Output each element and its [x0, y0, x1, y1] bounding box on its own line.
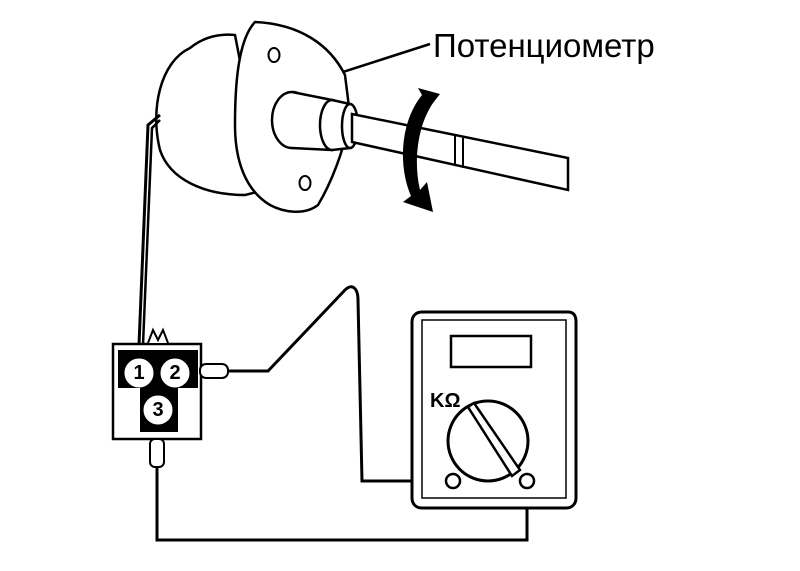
- probe-pin-3: [149, 438, 165, 468]
- rotation-arrow: [402, 88, 440, 212]
- connector-pin-3: 3: [143, 395, 173, 425]
- meter-terminal-left: [444, 472, 462, 490]
- connector-pin-2: 2: [160, 358, 190, 388]
- svg-text:3: 3: [152, 399, 163, 421]
- meter-unit-label: KΩ: [430, 390, 460, 412]
- multimeter: KΩ: [410, 310, 578, 510]
- shaft: [350, 112, 570, 192]
- test-lead-pin-2: [228, 285, 446, 483]
- dial-pointer: [466, 401, 522, 478]
- potentiometer-label: Потенциометр: [433, 27, 655, 64]
- svg-text:1: 1: [133, 362, 144, 384]
- svg-text:2: 2: [169, 362, 180, 384]
- potentiometer-wire: [137, 113, 161, 346]
- potentiometer: [155, 20, 360, 213]
- test-lead-pin-3: [155, 467, 529, 542]
- connector-pin-1: 1: [124, 358, 154, 388]
- meter-terminal-right: [518, 472, 536, 490]
- probe-pin-2: [199, 363, 229, 379]
- meter-display: [449, 334, 533, 369]
